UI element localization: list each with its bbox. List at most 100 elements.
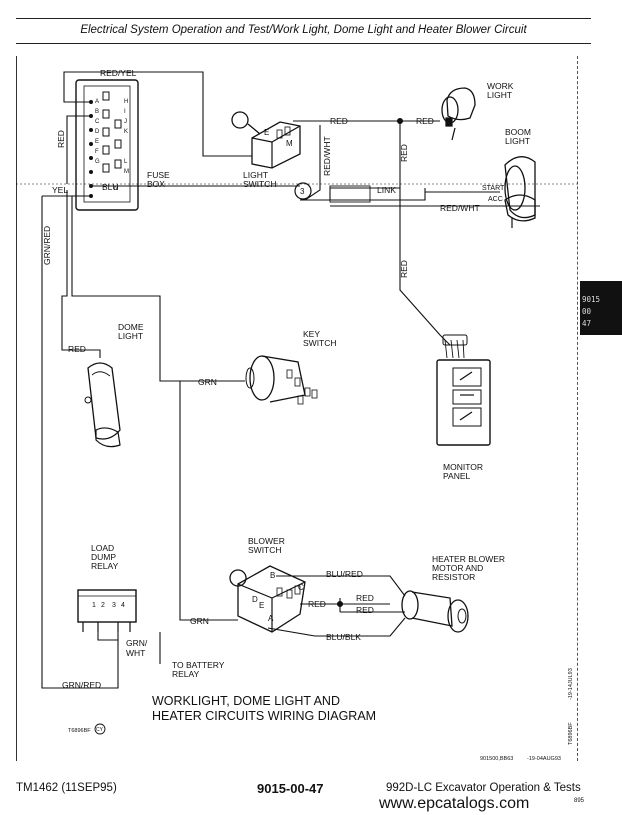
relay-label-3: RELAY bbox=[91, 561, 119, 571]
battery-relay-label-1: TO BATTERY bbox=[172, 660, 225, 670]
key-switch-label-1: KEY bbox=[303, 329, 320, 339]
wire-label-red-monitor: RED bbox=[399, 260, 409, 278]
start-label: START bbox=[482, 185, 505, 192]
fuse-letter-c: C bbox=[95, 119, 100, 125]
wire-label-red-worklight-2: RED bbox=[416, 116, 434, 126]
wire-label-blu-red: BLU/RED bbox=[326, 569, 363, 579]
wire-label-red-blower-2: RED bbox=[356, 593, 374, 603]
light-switch-label-2: SWITCH bbox=[243, 179, 277, 189]
heater-blower-label-3: RESISTOR bbox=[432, 572, 475, 582]
battery-relay-label-2: RELAY bbox=[172, 669, 200, 679]
wire-label-red-wht-boom: RED/WHT bbox=[440, 203, 480, 213]
boom-light-label-1: BOOM bbox=[505, 127, 531, 137]
fuse-letter-b: B bbox=[95, 109, 99, 115]
fuse-letter-h: H bbox=[124, 99, 128, 105]
work-light bbox=[441, 87, 476, 141]
tab-line-3: 47 bbox=[582, 319, 592, 328]
relay-pin-2: 2 bbox=[101, 602, 105, 609]
work-light-label-1: WORK bbox=[487, 81, 514, 91]
blower-switch-label-1: BLOWER bbox=[248, 536, 285, 546]
wire-label-red-worklight: RED bbox=[330, 116, 348, 126]
monitor-panel bbox=[436, 334, 491, 446]
relay-label-1: LOAD bbox=[91, 543, 114, 553]
footer-center: 9015-00-47 bbox=[257, 781, 324, 796]
dome-light-label-2: LIGHT bbox=[118, 331, 143, 341]
heater-blower-label-1: HEATER BLOWER bbox=[432, 554, 505, 564]
load-dump-relay bbox=[77, 589, 137, 632]
fuse-letter-k: K bbox=[124, 129, 128, 135]
wire-label-grn-key: GRN bbox=[198, 377, 217, 387]
blower-pin-b: B bbox=[270, 571, 275, 580]
blower-pin-a: A bbox=[268, 614, 274, 623]
acc-label: ACC bbox=[488, 196, 503, 203]
light-switch bbox=[231, 111, 301, 169]
fuse-letter-a: A bbox=[95, 99, 99, 105]
fuse-letter-f: F bbox=[95, 149, 99, 155]
wire-label-blu-blk: BLU/BLK bbox=[326, 632, 361, 642]
page-header: Electrical System Operation and Test/Wor… bbox=[16, 18, 591, 44]
wire-label-red-vertical: RED bbox=[399, 144, 409, 162]
blower-switch bbox=[229, 565, 306, 633]
heater-blower-label-2: MOTOR AND bbox=[432, 563, 483, 573]
fuse-letter-g: G bbox=[95, 159, 100, 165]
fuse-letter-l: L bbox=[124, 159, 128, 165]
footer-url[interactable]: www.epcatalogs.com bbox=[379, 795, 530, 812]
fuse-letter-n: N bbox=[114, 186, 118, 192]
light-switch-pin-e: E bbox=[264, 128, 269, 137]
light-switch-pin-m: M bbox=[286, 139, 293, 148]
wire-label-red-yel: RED/YEL bbox=[100, 68, 137, 78]
circle-3-label: 3 bbox=[300, 187, 305, 196]
fuse-letter-d: D bbox=[95, 129, 100, 135]
cy-circle bbox=[94, 723, 106, 735]
tab-line-1: 9015 bbox=[582, 295, 601, 304]
wire-label-red-wht-vertical: RED/WHT bbox=[322, 136, 332, 176]
fuse-letter-j: J bbox=[124, 119, 127, 125]
footer-left: TM1462 (11SEP95) bbox=[16, 782, 117, 794]
footer-right: 992D-LC Excavator Operation & Tests bbox=[386, 782, 581, 794]
cy-label: CY bbox=[96, 727, 104, 733]
heater-blower-motor bbox=[401, 590, 469, 633]
monitor-panel-label-1: MONITOR bbox=[443, 462, 483, 472]
relay-pin-1: 1 bbox=[92, 602, 96, 609]
link-box bbox=[329, 185, 371, 203]
key-switch-label-2: SWITCH bbox=[303, 338, 337, 348]
fuse-letter-m: M bbox=[124, 169, 129, 175]
blower-switch-label-2: SWITCH bbox=[248, 545, 282, 555]
blower-pin-e: E bbox=[259, 601, 264, 610]
key-switch bbox=[245, 355, 318, 405]
wire-label-grn-blower: GRN bbox=[190, 616, 209, 626]
diagram-title-line2: HEATER CIRCUITS WIRING DIAGRAM bbox=[152, 709, 376, 723]
light-switch-label-1: LIGHT bbox=[243, 170, 268, 180]
wire-label-wht: WHT bbox=[126, 648, 145, 658]
wire-label-grn-red-bottom: GRN/RED bbox=[62, 680, 101, 690]
footer-page-num: 895 bbox=[574, 798, 585, 804]
wire-label-red-blower-1: RED bbox=[308, 599, 326, 609]
tab-line-2: 00 bbox=[582, 307, 592, 316]
monitor-panel-label-2: PANEL bbox=[443, 471, 471, 481]
work-light-label-2: LIGHT bbox=[487, 90, 512, 100]
blower-pin-d: D bbox=[252, 595, 258, 604]
relay-label-2: DUMP bbox=[91, 552, 116, 562]
fuse-box-label-1: FUSE bbox=[147, 170, 170, 180]
diagram-frame bbox=[16, 56, 578, 761]
wire-label-red-blower-3: RED bbox=[356, 605, 374, 615]
wire-label-grn-slash: GRN/ bbox=[126, 638, 148, 648]
wire-label-yel: YEL bbox=[52, 185, 68, 195]
fig-code: T6896BF bbox=[68, 728, 91, 734]
wire-label-red-left: RED bbox=[56, 130, 66, 148]
boom-light-label-2: LIGHT bbox=[505, 136, 530, 146]
wire-label-blu: BLU bbox=[102, 182, 119, 192]
side-date: -19-14JUL93 bbox=[568, 668, 574, 700]
bottom-date: -19-04AUG93 bbox=[527, 756, 561, 762]
section-tab: 9015 00 47 bbox=[580, 281, 622, 335]
link-label: LINK bbox=[377, 185, 396, 195]
fuse-letter-e: E bbox=[95, 139, 99, 145]
relay-pin-3: 3 bbox=[112, 602, 116, 609]
blower-pin-c: C bbox=[298, 583, 304, 592]
fuse-box bbox=[75, 79, 139, 211]
diagram-title-line1: WORKLIGHT, DOME LIGHT AND bbox=[152, 694, 340, 708]
header-title: Electrical System Operation and Test/Wor… bbox=[80, 24, 527, 36]
wire-label-red-dome: RED bbox=[68, 344, 86, 354]
side-code: T6896BF bbox=[568, 722, 574, 745]
